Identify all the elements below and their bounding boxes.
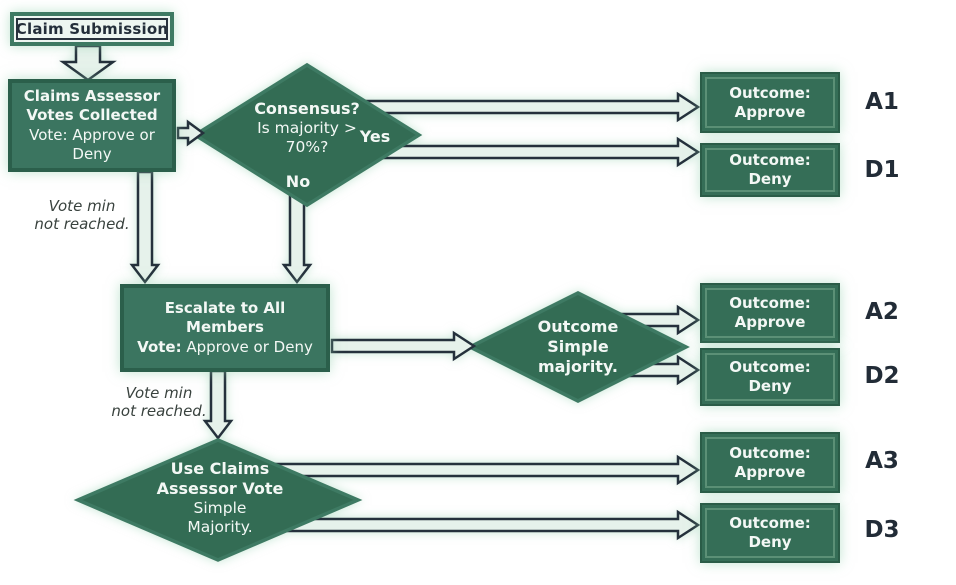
outcome-d3-line1: Outcome: [729,514,811,532]
escalate-vote-prefix: Vote: [137,337,182,356]
d1-label: D1 [864,157,900,183]
simple-majority-line3: majority. [537,357,618,376]
escalate-vote-text: Approve or Deny [181,337,313,356]
simple-majority-diamond-text: Outcome Simple majority. [508,317,648,377]
claims-assessor-node: Claims Assessor Votes Collected Vote: Ap… [8,79,176,172]
d3-label: D3 [864,517,900,543]
outcome-a2-line2: Approve [734,313,806,331]
vote-min-note-1-line1: Vote min [48,197,116,215]
outcome-a3-line1: Outcome: [729,443,811,462]
escalate-title: Escalate to All Members [164,298,286,337]
arrow-escalate-to-assessor-vote [202,369,234,441]
arrow-claims-to-escalate [129,170,161,285]
consensus-diamond [191,62,423,208]
arrow-yes-to-a1 [338,91,701,123]
a1-label: A1 [865,89,899,115]
outcome-a3-line2: Approve [734,462,806,481]
claims-assessor-title: Claims Assessor Votes Collected [23,86,161,125]
outcome-a3-node: Outcome: Approve [700,432,840,493]
vote-min-note-2-line2: not reached. [111,401,207,420]
consensus-diamond-text: Consensus? Is majority > 70%? [245,99,369,157]
assessor-vote-sub-line1: Simple [193,499,247,517]
simple-majority-diamond [466,291,690,403]
vote-min-note-2-line1: Vote min [125,384,193,402]
consensus-title: Consensus? [254,99,360,118]
outcome-d2-line2: Deny [748,377,792,395]
claim-submission-label: Claim Submission [15,20,169,38]
consensus-question: Is majority > 70%? [257,119,357,156]
claim-submission-node: Claim Submission [10,12,174,46]
arrow-escalate-to-majority [330,330,477,362]
d2-label: D2 [864,363,900,389]
outcome-a1-line2: Approve [734,102,806,121]
escalate-node: Escalate to All Members Vote: Approve or… [120,284,330,372]
outcome-a1-node: Outcome: Approve [700,72,840,133]
arrow-yes-to-d1 [338,136,701,168]
a3-label: A3 [865,448,899,474]
simple-majority-line2: Simple [547,337,609,356]
vote-min-note-2: Vote min not reached. [103,384,215,420]
escalate-vote-line: Vote: Approve or Deny [137,338,313,358]
assessor-vote-title-line2: Assessor Vote [156,479,284,498]
outcome-d2-line1: Outcome: [729,358,811,376]
assessor-vote-diamond-text: Use Claims Assessor Vote Simple Majority… [140,459,300,537]
outcome-d1-line2: Deny [748,170,792,188]
outcome-d3-line2: Deny [748,533,792,551]
a2-label: A2 [865,299,899,325]
arrow-assessor-to-d3 [228,509,701,541]
arrow-claims-to-consensus [176,119,206,147]
vote-min-note-1-line2: not reached. [34,214,130,233]
outcome-a2-node: Outcome: Approve [700,283,840,343]
outcome-d1-line1: Outcome: [729,151,811,169]
assessor-vote-sub-line2: Majority. [187,518,253,536]
outcome-a2-line1: Outcome: [729,294,811,312]
outcome-a1-line1: Outcome: [729,83,811,102]
simple-majority-line1: Outcome [537,317,619,336]
arrow-start-to-claims [59,44,117,82]
outcome-d3-node: Outcome: Deny [700,503,840,563]
claims-assessor-subtitle: Vote: Approve or Deny [29,125,155,164]
vote-min-note-1: Vote min not reached. [26,197,138,233]
outcome-d1-node: Outcome: Deny [700,143,840,197]
assessor-vote-title-line1: Use Claims [170,459,270,478]
yes-branch-label: Yes [359,127,391,146]
outcome-d2-node: Outcome: Deny [700,348,840,406]
no-branch-label: No [285,172,311,191]
assessor-vote-diamond [73,438,363,562]
